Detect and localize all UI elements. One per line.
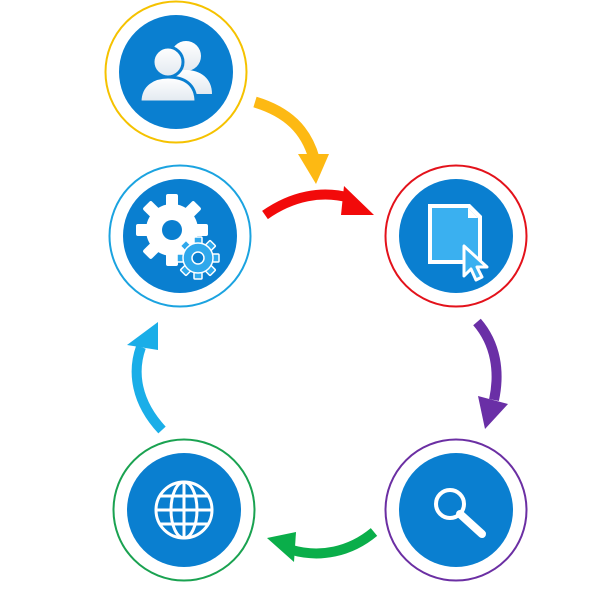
node-users	[104, 0, 248, 144]
arrow-shaft	[262, 189, 352, 220]
globe-icon	[154, 480, 214, 540]
arrow-shaft	[290, 528, 378, 559]
arrow-shaft	[131, 345, 166, 434]
gears-icon	[136, 194, 220, 280]
node-fill	[399, 453, 513, 567]
node-search	[384, 438, 528, 582]
arrow-head	[127, 322, 158, 350]
node-document	[384, 164, 528, 308]
arrow-settings-to-document	[262, 186, 374, 220]
arrow-document-to-search	[473, 318, 508, 429]
arrow-users-to-document	[253, 96, 329, 184]
arrow-shaft	[473, 318, 502, 402]
node-settings	[108, 164, 252, 308]
arrow-web-to-settings	[127, 322, 166, 434]
arrow-shaft	[253, 96, 320, 160]
search-icon	[434, 488, 486, 538]
node-web	[112, 438, 256, 582]
arrow-head	[298, 154, 329, 184]
users-icon	[138, 41, 212, 104]
arrow-head	[341, 186, 374, 215]
document-cursor-icon	[428, 204, 489, 282]
arrow-head	[478, 396, 508, 429]
arrow-search-to-web	[267, 528, 378, 562]
arrow-head	[267, 532, 296, 562]
